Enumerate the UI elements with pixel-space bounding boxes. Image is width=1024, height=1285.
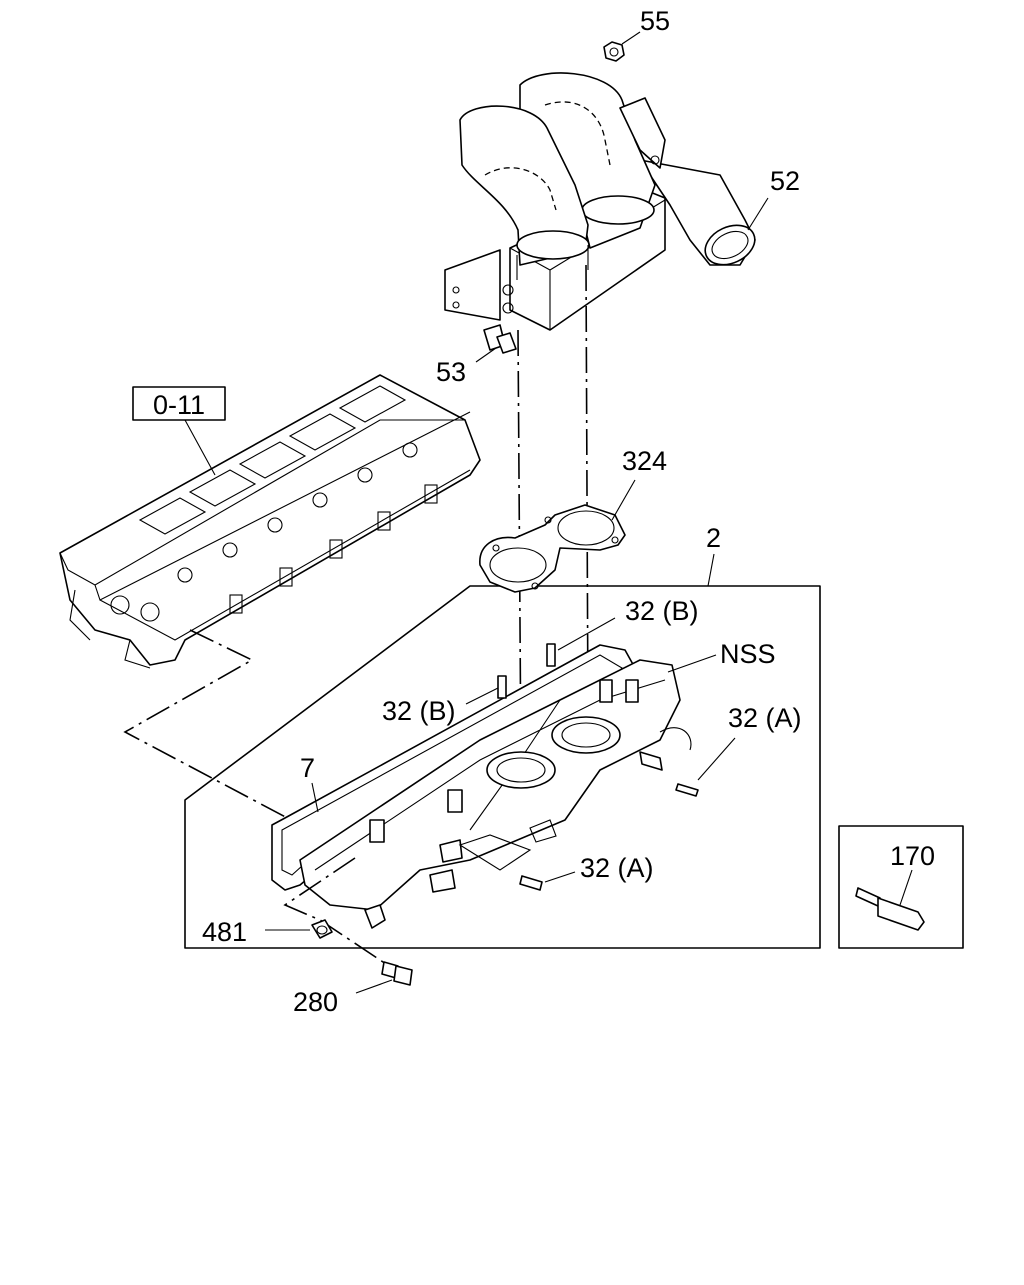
stud-32a-right-icon [675,783,699,797]
alignment-line-head [123,629,311,831]
alignment-line-bolts [283,857,393,969]
assembly-2-frame [184,585,821,949]
leader-32b-left [465,687,499,705]
part-481-icon [311,919,333,939]
leader-52 [747,197,769,231]
leader-280 [355,979,393,994]
leader-55 [621,31,641,45]
reference-label: 0-11 [153,390,205,420]
bolt-53-icon [483,324,517,354]
callout-7: 7 [300,753,315,783]
reference-box [132,386,226,421]
callout-2: 2 [706,523,721,553]
cylinder-head-illustration [59,374,481,669]
leader-2 [707,553,715,587]
leader-170 [899,869,913,906]
callout-nss: NSS [720,639,776,669]
leader-7 [311,782,319,813]
part-170-frame [838,825,964,949]
callout-32b-upper: 32 (B) [625,596,699,626]
callout-52: 52 [770,166,800,196]
leader-32b-upper [557,617,616,651]
callout-280: 280 [293,987,338,1017]
callout-55: 55 [640,6,670,36]
stud-170-icon [855,887,925,931]
gasket-324-illustration [479,504,626,593]
leader-32a-lower [544,871,576,883]
callout-170: 170 [890,841,935,871]
callout-32a-lower: 32 (A) [580,853,654,883]
stud-32a-lower-icon [519,875,543,891]
alignment-line-rear [585,264,589,721]
callout-53: 53 [436,357,466,387]
reference-leader [184,419,216,476]
callout-481: 481 [202,917,247,947]
callout-32a-right: 32 (A) [728,703,802,733]
intake-manifold-illustration [271,643,692,929]
leader-324 [611,479,636,521]
callout-324: 324 [622,446,667,476]
bolt-280-icon [381,961,413,986]
callout-32b-left: 32 (B) [382,696,456,726]
nut-55-icon [603,41,625,62]
leader-53 [475,347,497,363]
leader-nss [667,654,717,673]
air-duct-illustration [444,72,756,331]
leader-32a-right [697,737,736,781]
